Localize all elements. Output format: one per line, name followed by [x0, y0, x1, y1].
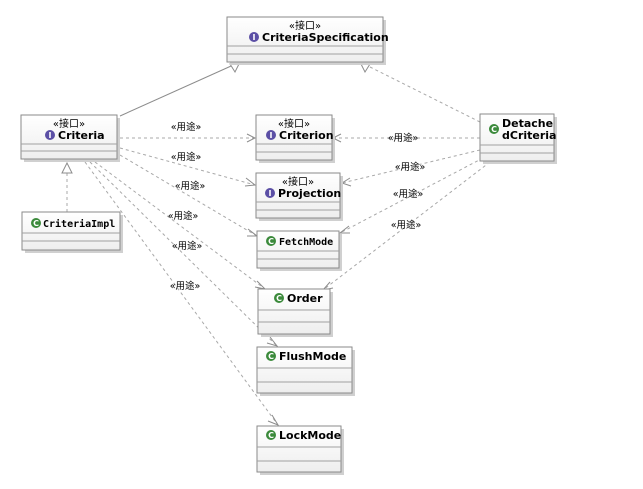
- dep-criteria-fetchmode-head: [247, 228, 259, 237]
- class-name-line-2: dCriteria: [502, 129, 556, 142]
- label-criteria-lockmode: «用途»: [170, 280, 201, 292]
- svg-text:C: C: [268, 352, 274, 361]
- interface-icon: I: [45, 130, 55, 140]
- label-detached-projection: «用途»: [395, 161, 426, 173]
- class-name: FetchMode: [279, 237, 333, 248]
- class-name: FlushMode: [279, 350, 346, 363]
- class-name: Criteria: [58, 129, 105, 142]
- class-name: CriteriaSpecification: [262, 31, 389, 44]
- dep-criteria-lockmode: [84, 161, 279, 426]
- dep-criteria-projection-head: [244, 177, 257, 187]
- class-box-criteria-specification[interactable]: «接口» I CriteriaSpecification: [226, 16, 389, 65]
- label-detached-order: «用途»: [391, 219, 422, 231]
- class-box-fetch-mode[interactable]: C FetchMode: [256, 230, 342, 271]
- interface-icon: I: [265, 188, 275, 198]
- svg-text:I: I: [253, 33, 256, 42]
- svg-text:I: I: [270, 131, 273, 140]
- svg-text:C: C: [491, 125, 497, 134]
- class-name-line-1: Detache: [502, 117, 553, 130]
- class-icon: C: [274, 293, 284, 303]
- stereotype-label: «接口»: [289, 19, 321, 32]
- class-box-projection[interactable]: «接口» I Projection: [255, 172, 343, 221]
- label-criteria-flushmode: «用途»: [172, 240, 203, 252]
- class-name: CriteriaImpl: [43, 218, 115, 230]
- dep-detached-fetchmode-head: [338, 225, 350, 234]
- class-icon: C: [266, 351, 276, 361]
- class-box-flush-mode[interactable]: C FlushMode: [256, 346, 355, 396]
- class-box-criterion[interactable]: «接口» I Criterion: [255, 114, 335, 163]
- svg-text:I: I: [269, 189, 272, 198]
- class-icon: C: [489, 124, 499, 134]
- stereotype-label: «接口»: [282, 175, 314, 188]
- dep-criteria-fetchmode: [119, 154, 258, 237]
- label-criteria-projection: «用途»: [171, 151, 202, 163]
- class-icon: C: [31, 218, 41, 228]
- class-name: Criterion: [279, 129, 334, 142]
- class-box-criteria-impl[interactable]: C CriteriaImpl: [21, 211, 123, 253]
- stereotype-label: «接口»: [278, 117, 310, 130]
- dep-detached-fetchmode: [339, 157, 484, 234]
- class-icon: C: [266, 236, 276, 246]
- dep-criteria-criterion-head: [246, 133, 257, 143]
- class-box-order[interactable]: C Order: [257, 288, 333, 337]
- label-detached-fetchmode: «用途»: [393, 188, 424, 200]
- class-name: LockMode: [279, 429, 341, 442]
- label-criteria-fetchmode: «用途»: [175, 180, 206, 192]
- label-criteria-criterion: «用途»: [171, 121, 202, 133]
- dep-criteria-projection: [119, 147, 256, 186]
- dep-criteria-order: [94, 161, 266, 290]
- svg-text:C: C: [276, 294, 282, 303]
- interface-icon: I: [249, 32, 259, 42]
- detached-implements-line: [359, 61, 481, 123]
- stereotype-label: «接口»: [53, 117, 85, 130]
- class-box-criteria[interactable]: «接口» I Criteria: [20, 114, 120, 162]
- dep-criteria-lockmode-head: [267, 414, 280, 427]
- svg-text:C: C: [268, 237, 274, 246]
- class-name: Projection: [278, 187, 341, 200]
- dep-detached-projection-head: [340, 177, 352, 187]
- class-box-lock-mode[interactable]: C LockMode: [256, 425, 344, 475]
- class-box-detached-criteria[interactable]: C Detache dCriteria: [479, 113, 557, 164]
- class-name: Order: [287, 292, 323, 305]
- svg-text:I: I: [49, 131, 52, 140]
- relation-labels: «用途» «用途» «用途» «用途» «用途» «用途» «用途» «用途» …: [168, 121, 426, 292]
- impl-implements-arrowhead: [61, 161, 73, 174]
- dep-detached-order: [322, 161, 491, 291]
- criteria-extends-line: [119, 61, 241, 117]
- svg-text:C: C: [268, 431, 274, 440]
- svg-text:C: C: [33, 219, 39, 228]
- dep-criteria-flushmode: [89, 161, 278, 347]
- label-detached-criterion: «用途»: [388, 132, 419, 144]
- dep-criteria-flushmode-head: [266, 336, 279, 347]
- interface-icon: I: [266, 130, 276, 140]
- class-icon: C: [266, 430, 276, 440]
- label-criteria-order: «用途»: [168, 210, 199, 222]
